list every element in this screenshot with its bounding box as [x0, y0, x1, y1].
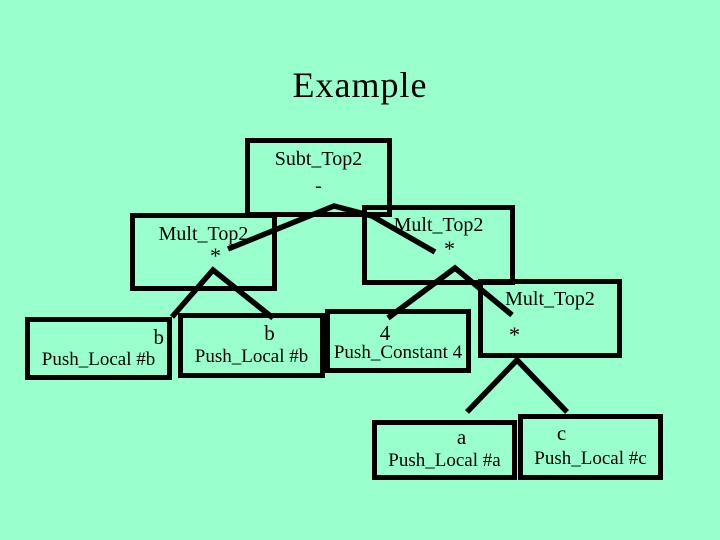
node-name: Mult_Top2: [505, 288, 595, 310]
node-name: Mult_Top2: [158, 223, 249, 245]
leaf-instruction: Push_Local #b: [194, 346, 309, 368]
node-operator-symbol: *: [210, 243, 221, 268]
leaf-operand: b: [264, 321, 275, 345]
tree-leaf-b-mid: b Push_Local #b: [178, 313, 325, 378]
tree-leaf-c: c Push_Local #c: [518, 414, 663, 480]
tree-leaf-a: a Push_Local #a: [372, 420, 517, 480]
leaf-instruction: Push_Local #a: [388, 450, 501, 472]
node-name: Subt_Top2: [274, 148, 363, 170]
leaf-instruction: Push_Constant 4: [333, 342, 463, 364]
leaf-operand: a: [456, 425, 467, 449]
leaf-instruction: Push_Local #c: [534, 448, 647, 470]
leaf-instruction: Push_Local #b: [41, 349, 156, 371]
tree-node-mult-top2-right: Mult_Top2 *: [362, 205, 515, 285]
node-name: Mult_Top2: [393, 214, 484, 236]
node-operator-symbol: -: [315, 175, 322, 197]
tree-node-mult-top2-far: Mult_Top2 *: [478, 279, 622, 358]
leaf-operand: 4: [379, 321, 391, 345]
tree-node-mult-top2-left: Mult_Top2 *: [130, 213, 277, 291]
slide-title: Example: [292, 65, 428, 105]
node-operator-symbol: *: [509, 322, 520, 347]
tree-leaf-b-left: b Push_Local #b: [25, 317, 172, 380]
leaf-operand: c: [556, 421, 567, 445]
connector-mult-far-children: [465, 356, 569, 414]
node-operator-symbol: *: [444, 236, 455, 261]
tree-leaf-constant-4: 4 Push_Constant 4: [325, 309, 471, 373]
leaf-operand: b: [153, 325, 165, 349]
